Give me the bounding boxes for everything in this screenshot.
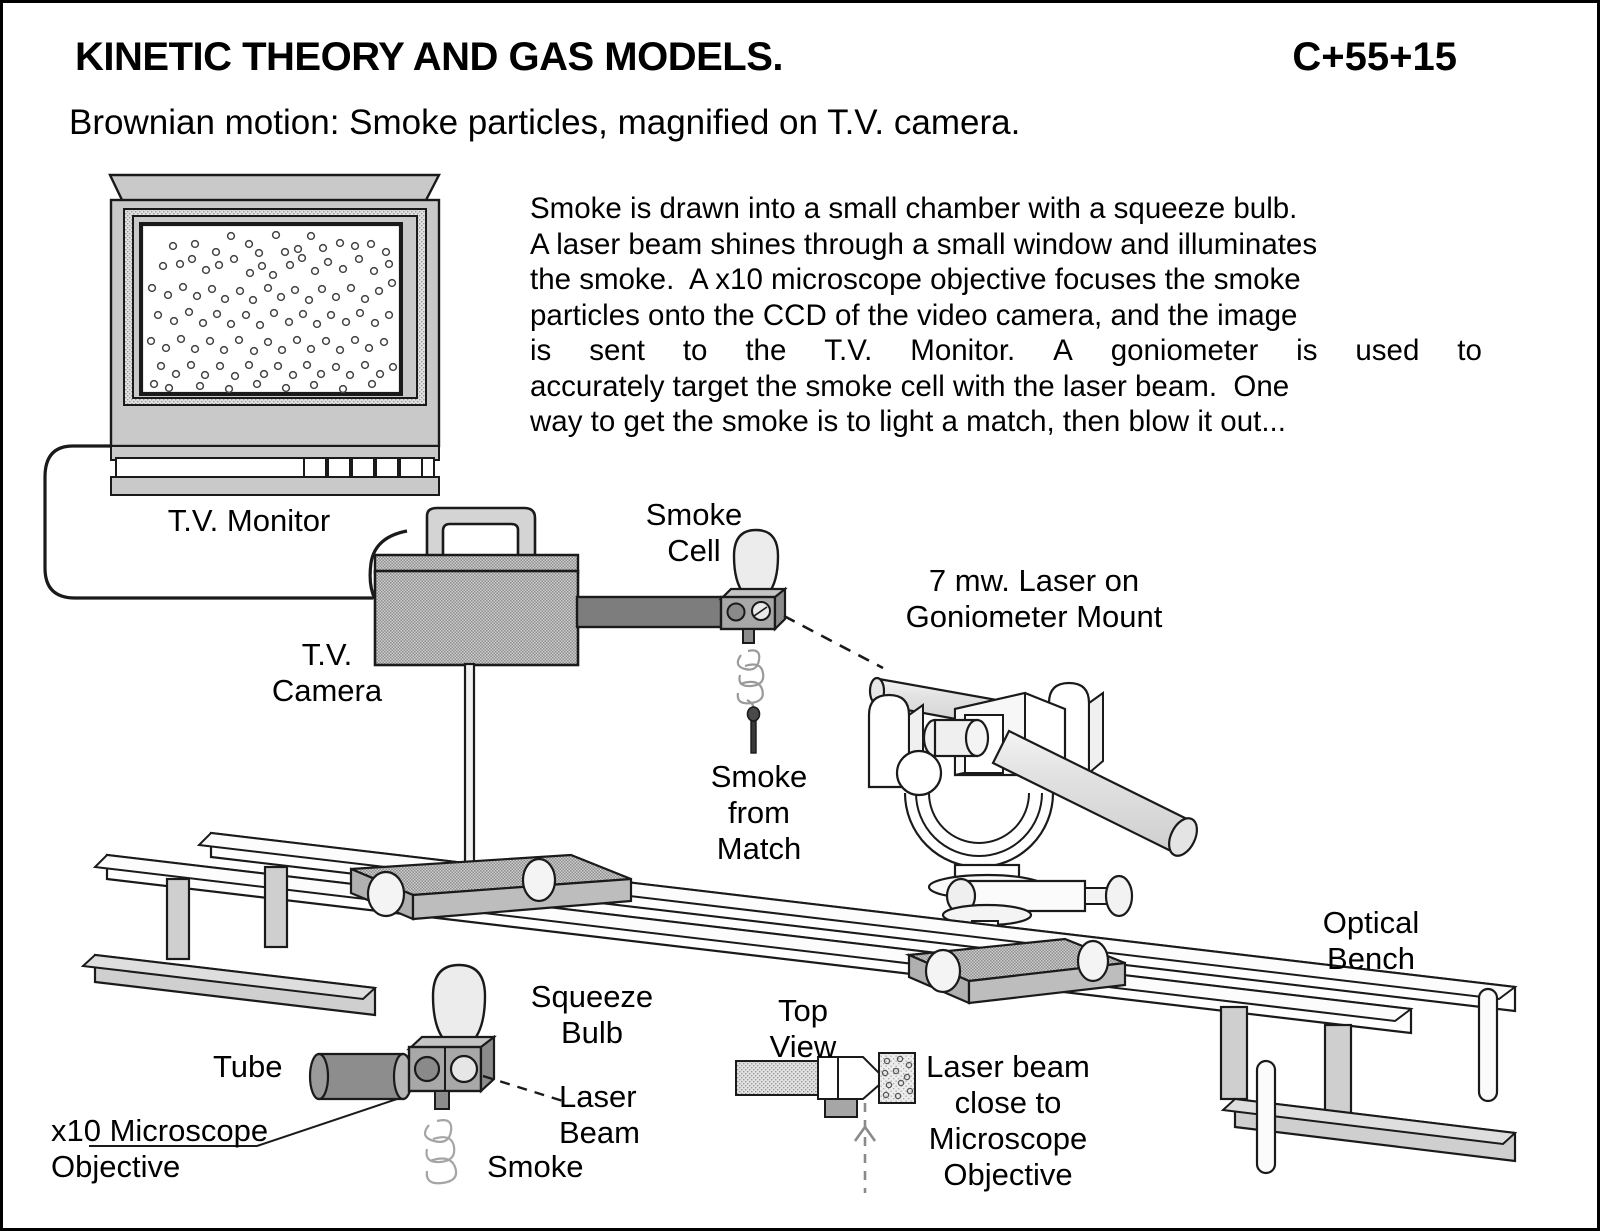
- label-top-view: Top View: [769, 993, 837, 1064]
- top-view-inset: [735, 1052, 916, 1193]
- smoke-wisp-icon: [736, 649, 765, 714]
- camera-carriage[interactable]: [349, 853, 633, 921]
- label-smoke-from-match: Smoke from Match: [710, 759, 808, 866]
- label-laser-beam: Laser Beam: [559, 1079, 640, 1150]
- label-optical-bench: Optical Bench: [1322, 905, 1420, 976]
- page-title: KINETIC THEORY AND GAS MODELS.: [75, 35, 784, 79]
- match-with-smoke: [736, 649, 765, 754]
- description-line: accurately target the smoke cell with th…: [530, 369, 1290, 403]
- label-squeeze-bulb: Squeeze Bulb: [530, 979, 654, 1050]
- description-line: particles onto the CCD of the video came…: [530, 298, 1298, 332]
- monitor-buttons[interactable]: [303, 457, 423, 479]
- label-tv-camera: T.V. Camera: [271, 637, 383, 708]
- topview-particles: [881, 1055, 914, 1100]
- description-line: A laser beam shines through a small wind…: [530, 227, 1318, 261]
- label-smoke: Smoke: [487, 1149, 584, 1184]
- label-microscope-objective: x10 Microscope Objective: [51, 1113, 269, 1184]
- video-cable: [43, 444, 408, 600]
- label-smoke-cell: Smoke Cell: [645, 497, 743, 568]
- description-line: Smoke is drawn into a small chamber with…: [530, 192, 1298, 225]
- label-tube: Tube: [213, 1049, 283, 1084]
- goniometer-laser-assembly: [867, 676, 1198, 944]
- detail-inset-smoke-cell: [89, 963, 564, 1185]
- description-paragraph: Smoke is drawn into a small chamber with…: [530, 191, 1482, 440]
- smoke-cell: [718, 528, 788, 644]
- goniometer-carriage[interactable]: [904, 937, 1127, 1005]
- brownian-particles: [146, 230, 398, 393]
- apparatus-illustration: [43, 173, 1518, 1193]
- description-line: way to get the smoke is to light a match…: [530, 405, 1286, 438]
- label-laser-goniometer: 7 mw. Laser on Goniometer Mount: [905, 563, 1163, 634]
- label-laser-close-to-objective: Laser beam close to Microscope Objective: [926, 1049, 1090, 1192]
- laser-beam-path-main: [783, 614, 884, 670]
- laser-tube-lower: [991, 729, 1198, 857]
- description-line: the smoke. A x10 microscope objective fo…: [530, 263, 1301, 296]
- tv-camera: [373, 506, 727, 877]
- tv-monitor: [108, 173, 441, 496]
- demo-code: C+55+15: [1292, 35, 1457, 79]
- smoke-wisp-icon-inset: [423, 1119, 458, 1185]
- page-subtitle: Brownian motion: Smoke particles, magnif…: [69, 103, 1021, 142]
- label-tv-monitor: T.V. Monitor: [167, 503, 331, 538]
